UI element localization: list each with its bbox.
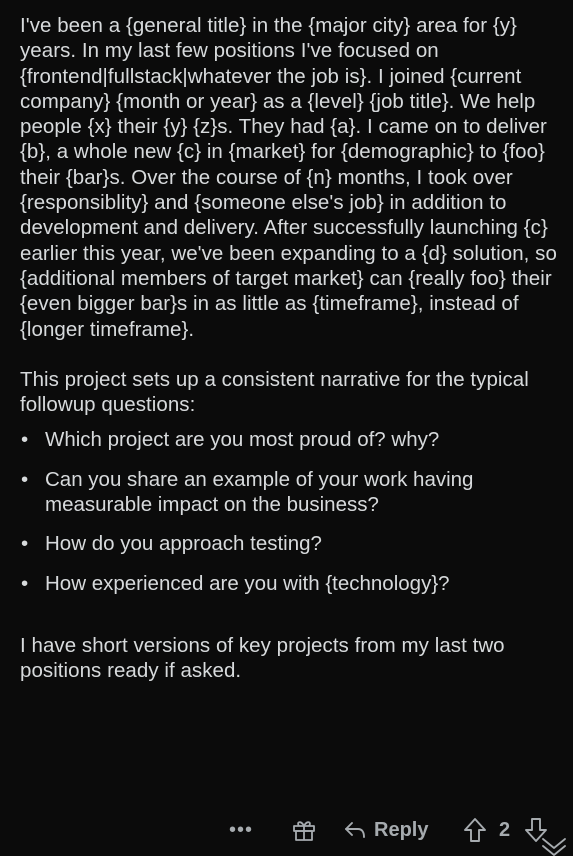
comment-paragraph-2: This project sets up a consistent narrat… (20, 367, 529, 417)
reply-button[interactable]: Reply (343, 814, 428, 846)
followup-questions-list: Which project are you most proud of? why… (20, 427, 560, 597)
upvote-arrow-icon[interactable] (463, 817, 487, 843)
more-options-button[interactable]: ••• (229, 814, 253, 846)
comment-action-bar: ••• Reply 2 (0, 814, 573, 846)
upvote-group: 2 (463, 814, 510, 846)
comment-body: I've been a {general title} in the {majo… (20, 13, 560, 684)
comment-paragraph-1: I've been a {general title} in the {majo… (20, 14, 557, 341)
award-button[interactable] (291, 814, 317, 846)
downvote-button[interactable] (524, 814, 548, 846)
vote-count: 2 (499, 818, 511, 841)
list-item: How experienced are you with {technology… (20, 571, 560, 597)
chevron-down-icon (540, 836, 568, 856)
reply-arrow-icon (343, 819, 367, 841)
collapse-thread-button[interactable] (540, 836, 568, 856)
list-item: How do you approach testing? (20, 531, 560, 557)
gift-icon (291, 817, 317, 843)
comment-paragraph-3: I have short versions of key projects fr… (20, 633, 505, 683)
list-item: Which project are you most proud of? why… (20, 427, 560, 453)
downvote-arrow-icon (524, 817, 548, 843)
more-options-label: ••• (229, 818, 254, 841)
reply-label: Reply (374, 818, 429, 841)
list-item: Can you share an example of your work ha… (20, 467, 560, 518)
